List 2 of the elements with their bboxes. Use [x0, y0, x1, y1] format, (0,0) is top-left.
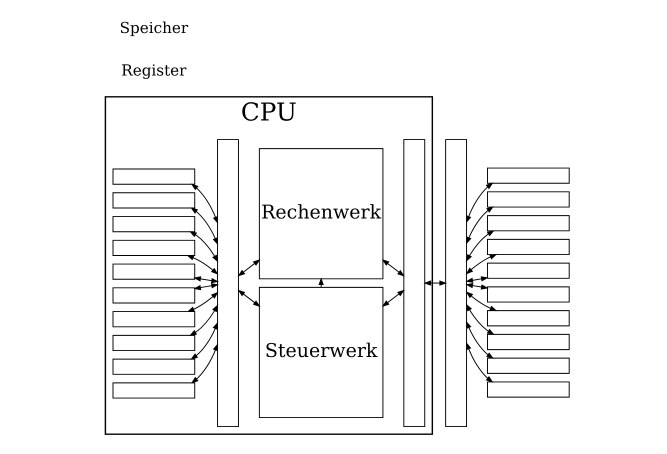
label: Register: [121, 62, 186, 80]
label: Speicher: [120, 18, 188, 37]
